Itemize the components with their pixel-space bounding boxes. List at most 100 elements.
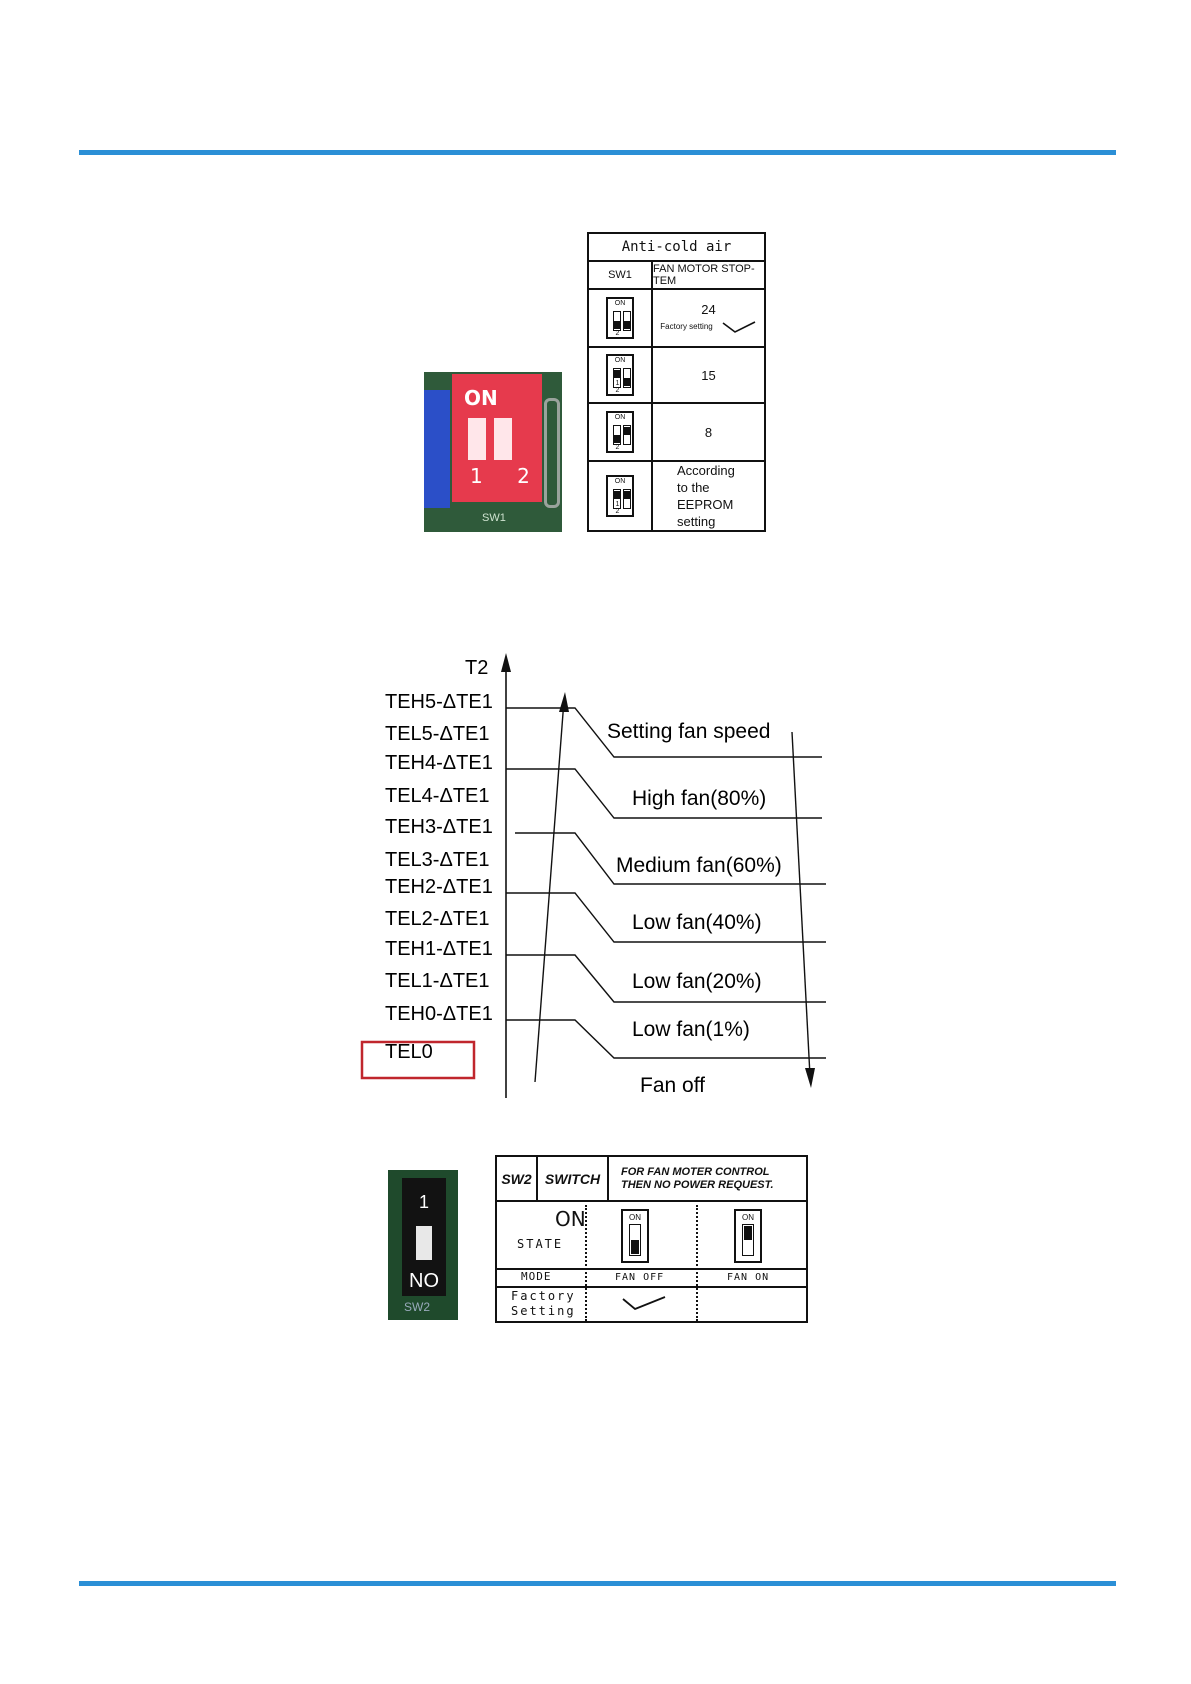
slide-switch-body: 1 NO [402,1178,446,1296]
header-description: FOR FAN MOTER CONTROL THEN NO POWER REQU… [609,1157,806,1202]
step-line [506,892,826,943]
step-lines [506,707,826,1059]
threshold-label: TEH4-ΔTE1 [385,752,493,774]
mode-fan-off: FAN OFF [615,1272,665,1283]
dotted-divider [696,1205,698,1321]
dip-on-label: ON [614,357,626,364]
dip-knob-1 [468,418,486,460]
step-line [506,1019,826,1059]
sw2-board-photo: 1 NO SW2 [388,1170,458,1320]
header-switch: SWITCH [538,1157,609,1202]
falling-arrow-head [805,1068,815,1088]
row-value: According to the EEPROM setting [677,463,735,529]
falling-arrow-line [791,731,811,1077]
threshold-label: TEL3-ΔTE1 [385,849,490,871]
checkmark-icon [722,320,756,333]
sw1-settings-table: Anti-cold air SW1 FAN MOTOR STOP-TEM ON … [587,232,766,532]
dip-pin-labels: 1 2 [615,501,625,515]
header-switch: SW1 [589,262,653,288]
threshold-label: TEH3-ΔTE1 [385,816,493,838]
threshold-label: TEL5-ΔTE1 [385,723,490,745]
speed-label: Setting fan speed [607,720,770,743]
on-label: ON [555,1207,586,1231]
header-line-2: THEN NO POWER REQUEST. [621,1178,774,1191]
footer-rule [79,1581,1116,1586]
header-sw2: SW2 [497,1157,538,1202]
threshold-label: TEL2-ΔTE1 [385,908,490,930]
table-title: Anti-cold air [621,239,732,255]
dip-on-label: ON [614,414,626,421]
fan-on-dip-icon: ON [734,1209,762,1263]
factory-line-2: Setting [511,1304,576,1318]
fan-off-dip-icon: ON [621,1209,649,1263]
table-row: ON 1 2 24 Factory setting [589,290,764,348]
row-value: 24 [701,301,716,317]
dip-switch-icon: ON 1 2 [606,354,634,396]
state-label: STATE [517,1237,564,1251]
threshold-label: TEH0-ΔTE1 [385,1003,493,1025]
speed-label: Low fan(1%) [632,1018,750,1041]
dip-pin-labels: 1 2 [615,437,625,451]
threshold-label: TEL0 [385,1041,433,1063]
photo-on-label: ON [464,386,498,410]
telo-highlight-box [360,1040,476,1080]
row-divider [497,1286,806,1288]
factory-setting-note: Factory setting [660,322,713,331]
threshold-label: TEL1-ΔTE1 [385,970,490,992]
dip-switch-icon: ON 1 2 [606,411,634,453]
table-row: ON 1 2 According to the EEPROM setting [589,462,764,530]
factory-setting-label: Factory Setting [511,1289,576,1319]
dip-on-label: ON [742,1213,754,1222]
sw1-board-photo: ON 1 2 SW1 [424,372,562,532]
sw2-settings-table: SW2 SWITCH FOR FAN MOTER CONTROL THEN NO… [495,1155,808,1323]
speed-label: Low fan(20%) [632,970,762,993]
row-value: 15 [701,367,716,383]
axis-label: T2 [465,657,488,679]
dip-on-label: ON [629,1213,641,1222]
photo-bottom-label: NO [409,1270,439,1292]
rising-arrow-head [559,692,569,712]
speed-label: Fan off [640,1074,705,1097]
mode-fan-on: FAN ON [727,1272,770,1283]
threshold-labels: TEH5-ΔTE1TEL5-ΔTE1TEH4-ΔTE1TEL4-ΔTE1TEH3… [385,691,493,1063]
header-rule [79,150,1116,155]
speed-label: Low fan(40%) [632,911,762,934]
photo-board-label: SW1 [482,512,506,524]
slide-knob [416,1226,432,1260]
dip-on-label: ON [614,478,626,485]
dip-on-label: ON [614,300,626,307]
step-line [506,707,822,758]
table-row: ON 1 2 15 [589,348,764,404]
step-line [506,954,826,1003]
dotted-divider [585,1205,587,1321]
threshold-label: TEH2-ΔTE1 [385,876,493,898]
dip-switch-icon: ON 1 2 [606,475,634,517]
dip-pin-labels: 1 2 [615,323,625,337]
dip-pin-labels: 1 2 [615,380,625,394]
axis-arrow [501,653,511,672]
rising-arrow-line [534,699,565,1083]
row-value: 8 [704,424,713,440]
mode-label: MODE [521,1270,552,1283]
factory-line-1: Factory [511,1289,576,1303]
photo-pin-labels: 1 2 [470,464,544,488]
step-line [515,832,826,885]
row-divider [497,1268,806,1270]
threshold-label: TEH5-ΔTE1 [385,691,493,713]
header-value: FAN MOTOR STOP-TEM [653,263,755,287]
table-header-row: SW1 FAN MOTOR STOP-TEM [589,262,764,290]
checkmark-icon [622,1296,666,1311]
table-row: ON 1 2 8 [589,404,764,462]
blue-component [424,390,450,508]
wire [544,398,560,508]
table-title-row: Anti-cold air [589,234,764,262]
speed-label: High fan(80%) [632,787,766,810]
dip-switch-icon: ON 1 2 [606,297,634,339]
threshold-label: TEH1-ΔTE1 [385,938,493,960]
photo-board-label: SW2 [404,1300,431,1314]
photo-top-label: 1 [418,1192,429,1212]
header-line-1: FOR FAN MOTER CONTROL [621,1165,770,1178]
dip-knob-2 [494,418,512,460]
